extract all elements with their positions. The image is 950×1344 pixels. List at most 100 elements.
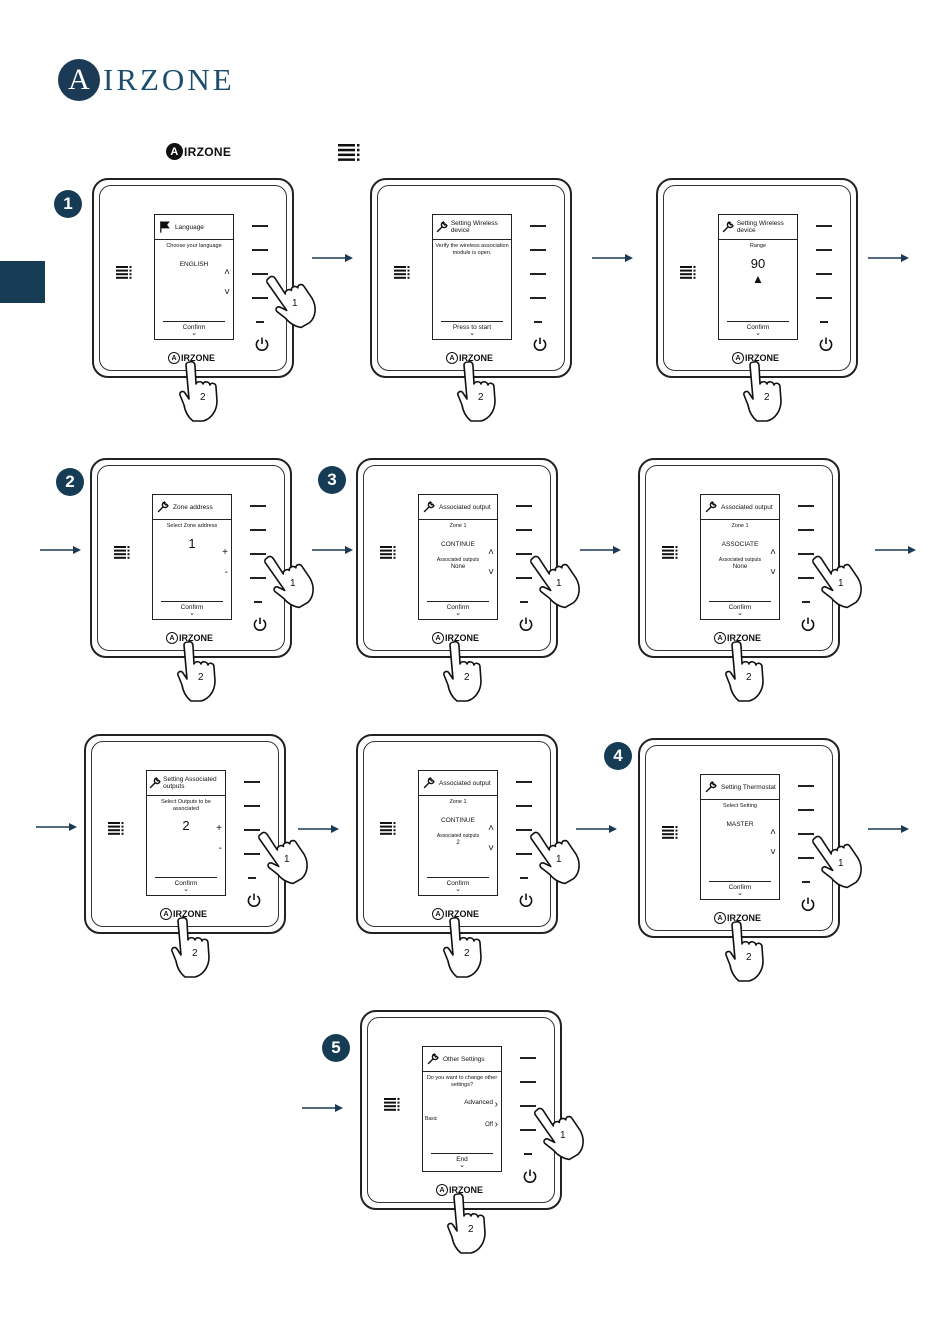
side-button[interactable]	[530, 225, 546, 227]
power-icon[interactable]	[522, 1168, 538, 1184]
power-icon[interactable]	[518, 892, 534, 908]
device-menu-icon[interactable]	[384, 1098, 400, 1112]
screen-footer-action[interactable]: Confirm⌄	[147, 877, 225, 893]
power-icon[interactable]	[532, 336, 548, 352]
side-button[interactable]	[250, 577, 266, 579]
power-icon[interactable]	[252, 616, 268, 632]
screen-control-down[interactable]: ˅	[488, 843, 494, 854]
side-button[interactable]	[516, 781, 532, 783]
device-menu-icon[interactable]	[108, 822, 124, 836]
screen-control-down[interactable]: ˅	[770, 847, 776, 858]
device-menu-icon[interactable]	[680, 266, 696, 280]
screen-footer-action[interactable]: Confirm⌄	[719, 321, 797, 337]
screen-control-up[interactable]: ˄	[488, 547, 494, 558]
device-menu-icon[interactable]	[380, 822, 396, 836]
side-button[interactable]	[798, 785, 814, 787]
side-button[interactable]	[798, 857, 814, 859]
side-button[interactable]	[256, 321, 264, 323]
device-menu-icon[interactable]	[114, 546, 130, 560]
screen-control-up[interactable]: +	[222, 547, 228, 558]
screen-footer-action[interactable]: End⌄	[423, 1153, 501, 1169]
device-menu-icon[interactable]	[662, 826, 678, 840]
side-button[interactable]	[516, 829, 532, 831]
power-icon[interactable]	[246, 892, 262, 908]
side-button[interactable]	[524, 1153, 532, 1155]
screen-control-up[interactable]: ˄	[770, 827, 776, 838]
device-menu-icon[interactable]	[116, 266, 132, 280]
side-button[interactable]	[820, 321, 828, 323]
side-button[interactable]	[250, 529, 266, 531]
side-button[interactable]	[516, 853, 532, 855]
side-button[interactable]	[530, 273, 546, 275]
side-button[interactable]	[252, 249, 268, 251]
side-button[interactable]	[244, 805, 260, 807]
screen-footer-action[interactable]: Confirm⌄	[419, 601, 497, 617]
side-button[interactable]	[244, 829, 260, 831]
side-button[interactable]	[816, 225, 832, 227]
side-button[interactable]	[244, 781, 260, 783]
side-button[interactable]	[248, 877, 256, 879]
side-button[interactable]	[534, 321, 542, 323]
device-menu-icon[interactable]	[662, 546, 678, 560]
side-button[interactable]	[516, 577, 532, 579]
side-button[interactable]	[530, 249, 546, 251]
side-button[interactable]	[798, 809, 814, 811]
screen-footer-action[interactable]: Confirm⌄	[419, 877, 497, 893]
screen-control-down[interactable]: ›	[494, 1119, 498, 1130]
side-button[interactable]	[530, 297, 546, 299]
side-button[interactable]	[816, 273, 832, 275]
side-button[interactable]	[250, 553, 266, 555]
screen-control-up[interactable]: ›	[494, 1099, 498, 1110]
side-button[interactable]	[516, 529, 532, 531]
side-button[interactable]	[520, 877, 528, 879]
power-icon[interactable]	[518, 616, 534, 632]
side-button[interactable]	[520, 601, 528, 603]
screen-control-up[interactable]: +	[216, 823, 222, 834]
power-icon[interactable]	[818, 336, 834, 352]
device-menu-icon[interactable]	[394, 266, 410, 280]
screen-control-down[interactable]: -	[224, 567, 228, 578]
screen-footer-action[interactable]: Confirm⌄	[153, 601, 231, 617]
screen-control-up[interactable]: ˄	[224, 267, 230, 278]
side-button[interactable]	[520, 1081, 536, 1083]
side-button[interactable]	[252, 225, 268, 227]
power-icon[interactable]	[254, 336, 270, 352]
side-button[interactable]	[520, 1129, 536, 1131]
side-button[interactable]	[254, 601, 262, 603]
side-button[interactable]	[816, 249, 832, 251]
screen-control-up[interactable]: ˄	[488, 823, 494, 834]
side-button[interactable]	[798, 553, 814, 555]
side-button[interactable]	[250, 505, 266, 507]
screen-control-down[interactable]: -	[218, 843, 222, 854]
side-button[interactable]	[252, 297, 268, 299]
side-button[interactable]	[798, 529, 814, 531]
power-icon[interactable]	[800, 616, 816, 632]
screen-control-up[interactable]: ˄	[770, 547, 776, 558]
side-button[interactable]	[516, 553, 532, 555]
screen-control-down[interactable]: ˅	[224, 287, 230, 298]
screen-footer-action[interactable]: Confirm⌄	[701, 601, 779, 617]
device-menu-icon[interactable]	[380, 546, 396, 560]
side-button[interactable]	[516, 505, 532, 507]
side-button[interactable]	[802, 601, 810, 603]
screen-control-down[interactable]: ˅	[488, 567, 494, 578]
side-button[interactable]	[798, 577, 814, 579]
side-button[interactable]	[520, 1057, 536, 1059]
side-button[interactable]	[798, 833, 814, 835]
screen-footer-action[interactable]: Confirm⌄	[155, 321, 233, 337]
side-button[interactable]	[798, 505, 814, 507]
side-button[interactable]	[816, 297, 832, 299]
side-button[interactable]	[516, 805, 532, 807]
power-icon[interactable]	[800, 896, 816, 912]
side-button[interactable]	[244, 853, 260, 855]
